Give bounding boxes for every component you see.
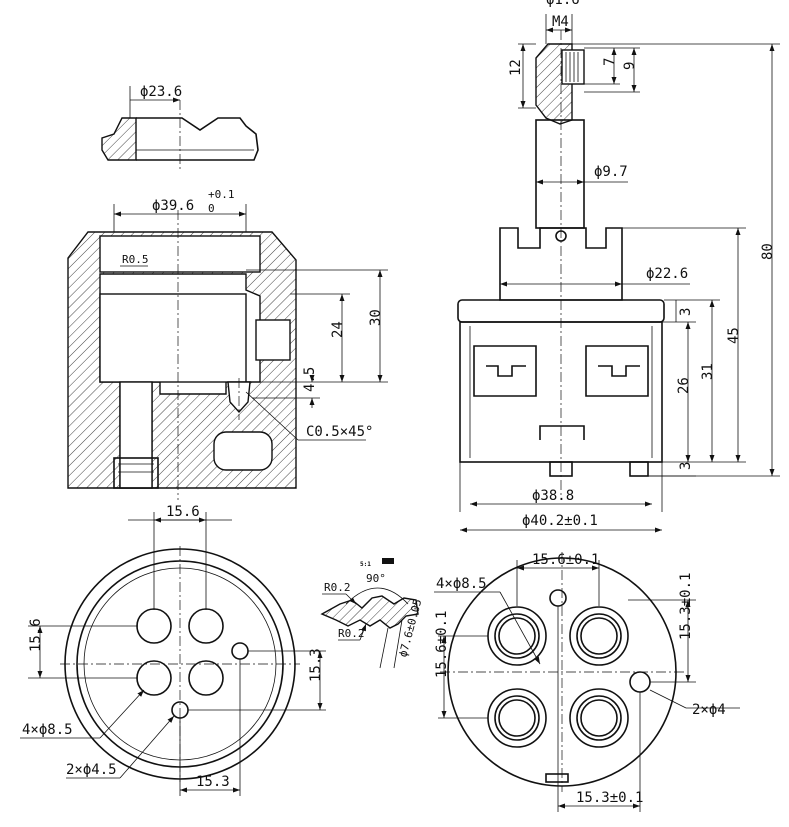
dim-bl-15-6-left: 15.6 <box>28 618 44 652</box>
body-window-right <box>585 345 649 397</box>
dim-3-top: 3 <box>678 308 694 316</box>
dim-80: 80 <box>760 243 776 260</box>
dim-sec-30: 30 <box>368 309 384 326</box>
dim-7: 7 <box>602 58 618 66</box>
dim-sec-24: 24 <box>330 321 346 338</box>
dim-br-15-6-top: 15.6±0.1 <box>532 552 599 568</box>
stem-shaft <box>535 119 585 229</box>
detail-view: 5:1 90° R0.2 R0.2 ϕ7.6±0.05 <box>320 558 424 669</box>
dim-bl-15-3-bottom: 15.3 <box>196 774 230 790</box>
dim-bl-15-3-right: 15.3 <box>308 648 324 682</box>
base-right-hole-3 <box>487 688 547 748</box>
base-right-bottom-tab <box>545 773 569 783</box>
base-hole-4 <box>188 660 224 696</box>
cap-hatched-part <box>101 117 137 161</box>
dim-cap-phi-23-6: ϕ23.6 <box>140 84 182 100</box>
dim-phi-9-7: ϕ9.7 <box>594 164 628 180</box>
stem-spline <box>561 49 585 85</box>
base-view-right-dimensions: 15.6±0.1 4×ϕ8.5 15.3±0.1 15.6±0.1 2×ϕ4 1… <box>434 552 740 812</box>
dim-phi-38-8: ϕ38.8 <box>532 488 574 504</box>
body-section-view <box>67 210 297 500</box>
body-section-dimensions: ϕ39.6 +0.1 0 R0.5 30 24 4.5 C0.5×45° <box>113 188 388 441</box>
base-right-hole-1 <box>487 606 547 666</box>
base-right-pin-2 <box>629 671 651 693</box>
cartridge-elevation-dimensions: M4 ϕ1.6 12 7 9 ϕ9.7 ϕ22.6 80 45 <box>459 0 780 533</box>
dim-9: 9 <box>622 62 638 70</box>
bottom-foot-right <box>629 461 649 477</box>
cap-outline <box>136 117 259 161</box>
dim-sec-r0-5: R0.5 <box>122 253 149 266</box>
body-left-channel <box>119 381 153 489</box>
dim-br-holes: 4×ϕ8.5 <box>436 576 487 592</box>
dim-det-r0-2-a: R0.2 <box>324 581 351 594</box>
dim-3-bottom: 3 <box>678 462 694 470</box>
dim-br-15-6-left: 15.6±0.1 <box>434 611 450 678</box>
dim-top-partial: ϕ1.6 <box>546 0 580 8</box>
base-right-hole-2 <box>569 606 629 666</box>
cap-section-view: ϕ23.6 <box>101 84 259 170</box>
body-window-left <box>473 345 537 397</box>
dim-26: 26 <box>676 377 692 394</box>
dim-45: 45 <box>726 327 742 344</box>
dim-sec-phi-39-6: ϕ39.6 <box>152 198 194 214</box>
cartridge-elevation-view <box>457 30 665 500</box>
dim-br-15-3-bottom: 15.3±0.1 <box>576 790 643 806</box>
base-pin-1 <box>231 642 249 660</box>
base-right-pin-1 <box>549 589 567 607</box>
base-view-left-dimensions: 15.6 15.6 15.3 15.3 4×ϕ8.5 2×ϕ4.5 <box>20 504 326 796</box>
dim-m4: M4 <box>552 14 569 30</box>
dim-sec-4-5: 4.5 <box>302 367 318 392</box>
dim-det-90: 90° <box>366 572 386 585</box>
dim-bl-holes: 4×ϕ8.5 <box>22 722 73 738</box>
dim-sec-chamfer: C0.5×45° <box>306 424 373 440</box>
base-hole-2 <box>188 608 224 644</box>
body-lower-slot <box>213 431 273 471</box>
base-right-hole-4 <box>569 688 629 748</box>
dim-phi-40-2: ϕ40.2±0.1 <box>522 513 598 529</box>
dim-bl-pins: 2×ϕ4.5 <box>66 762 117 778</box>
detail-profile <box>320 595 419 629</box>
detail-scale-label: 5:1 <box>360 561 371 568</box>
dim-12: 12 <box>508 59 524 76</box>
dim-sec-tol-lower: 0 <box>208 202 215 215</box>
body-bore <box>99 293 247 383</box>
body-bottom-slot <box>539 425 585 440</box>
base-hole-3 <box>136 660 172 696</box>
dim-sec-tol-upper: +0.1 <box>208 188 235 201</box>
body-side-port <box>255 319 291 361</box>
dim-phi-22-6: ϕ22.6 <box>646 266 688 282</box>
base-hole-1 <box>136 608 172 644</box>
dim-det-r0-2-b: R0.2 <box>338 627 365 640</box>
dim-bl-15-6-top: 15.6 <box>166 504 200 520</box>
dim-br-15-3-right: 15.3±0.1 <box>678 573 694 640</box>
dim-31: 31 <box>700 363 716 380</box>
dim-br-pins: 2×ϕ4 <box>692 702 726 718</box>
